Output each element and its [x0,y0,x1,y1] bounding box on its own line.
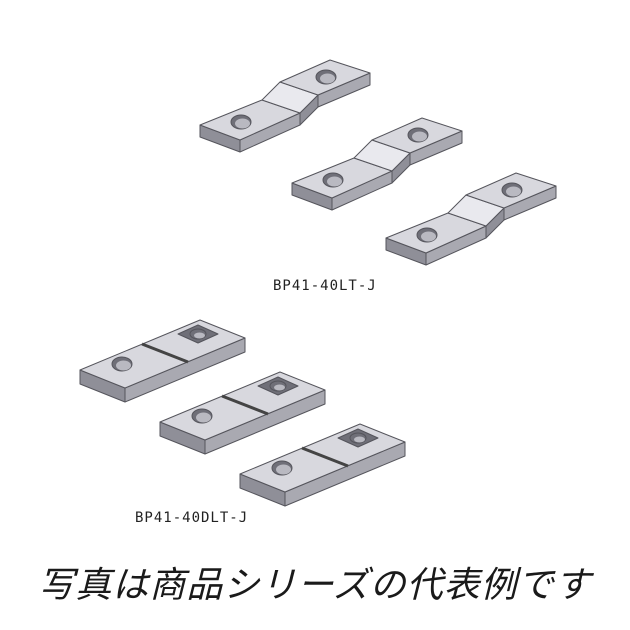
model-label-offset: BP41-40LT-J [273,278,377,294]
flatbar-bore-inner [274,384,285,391]
flatbar-hole-inner [276,464,291,475]
caption: 写真は商品シリーズの代表例です [38,565,592,606]
flatbar-hole-inner [196,412,211,423]
flatbar-groove [221,394,269,416]
flatbar-groove [141,342,189,364]
bar-hole-inner [506,186,521,197]
bar-hole-inner [320,73,335,84]
bar-hole-inner [235,118,250,129]
flatbar-groove [301,446,349,468]
bar-hole-inner [412,131,427,142]
flatbar-bore-inner [194,332,205,339]
bar-hole-inner [421,231,436,242]
model-label-flat: BP41-40DLT-J [135,510,249,526]
flatbar-bore-inner [354,436,365,443]
flatbar-hole-inner [116,360,131,371]
bar-hole-inner [327,176,342,187]
